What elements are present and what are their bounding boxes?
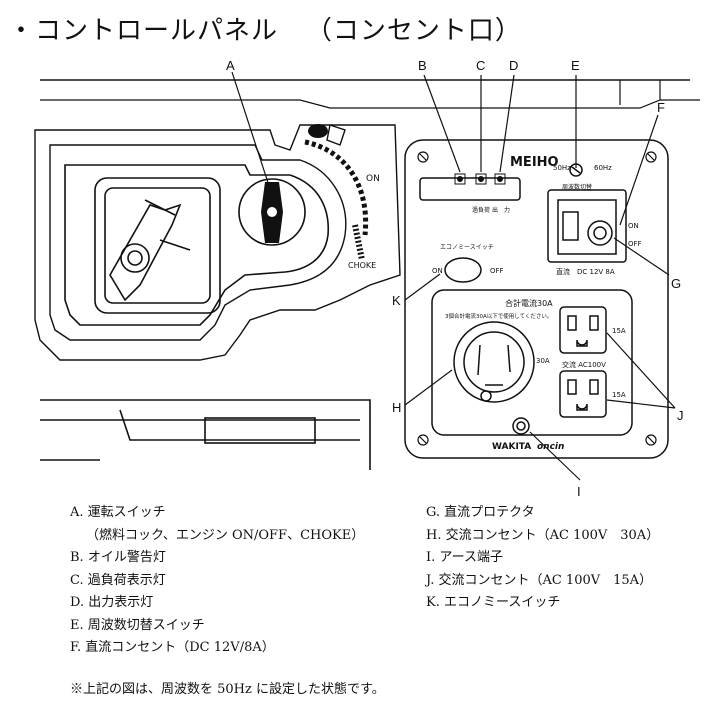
legend-item: K. エコノミースイッチ [426, 595, 561, 610]
ac100-label: 交流 AC100V [562, 360, 606, 369]
legend-item: A. 運転スイッチ [70, 505, 166, 520]
legend-item: J. 交流コンセント（AC 100V 15A） [426, 572, 653, 588]
eco-title: エコノミースイッチ [440, 244, 494, 251]
total-current-note: 3個合計電流30A以下で使用してください。 [445, 312, 552, 320]
amp15-upper-label: 15A [612, 327, 626, 335]
legend-left: A. 運転スイッチ （燃料コック、エンジン ON/OFF、CHOKE） B. オ… [70, 502, 364, 660]
legend-item: D. 出力表示灯 [70, 595, 154, 610]
page-title: ・コントロールパネル （コンセント口） [8, 10, 522, 47]
callout-h: H [392, 400, 401, 415]
dc-off-label: OFF [628, 240, 642, 248]
legend-item: I. アース端子 [426, 550, 503, 565]
freq-switch-label: 周波数切替 [562, 183, 592, 191]
callout-b: B [418, 58, 427, 73]
legend-item: （燃料コック、エンジン ON/OFF、CHOKE） [86, 527, 365, 543]
callout-c: C [476, 58, 485, 73]
maker-logo-2: oncin [537, 442, 564, 452]
hz60-label: 60Hz [594, 164, 612, 172]
callout-a: A [226, 58, 235, 73]
eco-off-label: OFF [490, 267, 504, 275]
hz50-label: 50Hz [553, 164, 571, 172]
legend-item: F. 直流コンセント（DC 12V/8A） [70, 640, 275, 655]
dc-label: 直流 DC 12V 8A [556, 267, 615, 276]
title-sub: （コンセント口） [305, 16, 522, 46]
brand-logo: MEIHO [510, 155, 559, 170]
callout-j: J [677, 408, 684, 423]
title-bullet: ・ [8, 16, 36, 46]
maker-logo: WAKITA [492, 442, 531, 452]
legend-item: H. 交流コンセント（AC 100V 30A） [426, 527, 660, 543]
overload-lamp-label: 過負荷 [472, 206, 490, 214]
callout-g: G [671, 276, 681, 291]
total-current-label: 合計電流30A [505, 298, 553, 308]
amp15-lower-label: 15A [612, 391, 626, 399]
title-main: コントロールパネル [35, 16, 279, 46]
fuel-cock-icon [326, 124, 346, 146]
dc-on-label: ON [628, 222, 639, 230]
choke-label: CHOKE [348, 261, 376, 270]
legend-item: G. 直流プロテクタ [426, 505, 535, 520]
eco-on-label: ON [432, 267, 443, 275]
engine-on-label: ON [366, 174, 380, 184]
amp30-label: 30A [536, 357, 550, 365]
callout-k: K [392, 293, 401, 308]
callout-f: F [657, 100, 665, 115]
legend-item: C. 過負荷表示灯 [70, 572, 166, 588]
callout-i: I [577, 484, 581, 499]
callout-d: D [509, 58, 518, 73]
off-badge [308, 124, 328, 138]
callout-e: E [571, 58, 580, 73]
legend-right: G. 直流プロテクタ H. 交流コンセント（AC 100V 30A） I. アー… [426, 502, 659, 615]
footnote: ※上記の図は、周波数を 50Hz に設定した状態です。 [70, 682, 385, 697]
legend-item: B. オイル警告灯 [70, 550, 166, 565]
legend-item: E. 周波数切替スイッチ [70, 617, 205, 633]
output-lamp-label: 出 力 [492, 206, 510, 214]
